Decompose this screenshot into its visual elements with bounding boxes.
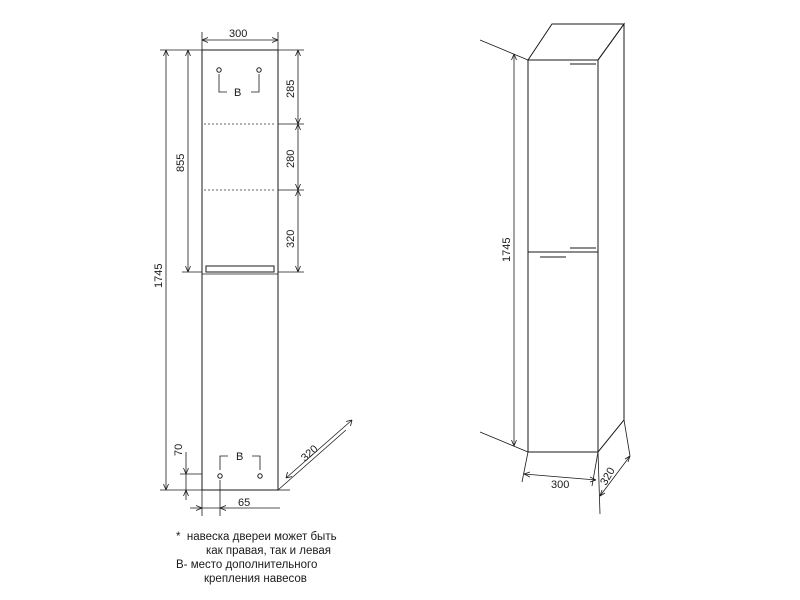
dim-upper-height: 855 (175, 49, 202, 273)
cabinet-front-outline (201, 49, 279, 491)
dim-bottom-zone: 320 (285, 230, 297, 248)
dim-iso-width: 300 (521, 451, 599, 491)
dim-foot-offset: 70 (173, 444, 202, 500)
dim-iso-width-label: 300 (551, 479, 569, 491)
mount-hole-left (216, 67, 222, 73)
dim-iso-height-label: 1745 (501, 238, 513, 262)
dim-side-offset: 65 (190, 480, 280, 516)
dim-depth-label: 320 (299, 443, 321, 464)
mount-arrow-bottom-left (219, 455, 228, 470)
mount-hole-bottom-right (257, 473, 263, 479)
dim-front-width: 300 (201, 28, 279, 50)
note-line-4: крепления навесов (204, 573, 307, 585)
dim-iso-depth-label: 320 (598, 466, 618, 488)
mount-points-top: B (216, 67, 262, 99)
front-view: B B 300 285 280 320 (153, 28, 353, 516)
mount-hole-right (256, 67, 262, 73)
cabinet-top-face (527, 23, 625, 61)
mount-label-bottom: B (236, 451, 243, 463)
dim-upper-height-label: 855 (175, 154, 187, 172)
dim-top-zone: 285 (285, 80, 297, 98)
dim-front-width-label: 300 (229, 28, 247, 40)
dim-iso-height: 1745 (479, 39, 529, 453)
note-line-1: * навеска двереи может быть (176, 530, 337, 544)
note-line-3: B- место дополнительного (176, 559, 318, 571)
dim-total-height-label: 1745 (153, 264, 165, 288)
dim-middle-zone: 280 (285, 150, 297, 168)
notes-block: * навеска двереи может быть как правая, … (176, 530, 337, 586)
isometric-view: 1745 300 320 (479, 22, 631, 515)
dim-iso-depth: 320 (597, 419, 631, 515)
dim-side-offset-label: 65 (238, 497, 250, 509)
note-line-2: как правая, так и левая (206, 545, 332, 557)
cabinet-side-face (597, 22, 625, 454)
note-line-1-text: навеска двереи может быть (186, 531, 337, 543)
mount-arrow-bottom-right (252, 455, 261, 470)
cabinet-divider (205, 265, 275, 273)
mount-label-top: B (234, 87, 241, 99)
mount-points-bottom: B (217, 451, 263, 479)
note-marker: * (176, 531, 181, 543)
dim-depth: 320 (277, 419, 353, 491)
mount-arrow-right (251, 74, 260, 93)
dim-foot-offset-label: 70 (173, 444, 185, 456)
cabinet-front-face (527, 59, 599, 453)
mount-hole-bottom-left (217, 473, 223, 479)
dim-right-zones: 285 280 320 (278, 49, 304, 273)
mount-arrow-left (218, 74, 227, 93)
dim-total-height: 1745 (153, 49, 202, 491)
